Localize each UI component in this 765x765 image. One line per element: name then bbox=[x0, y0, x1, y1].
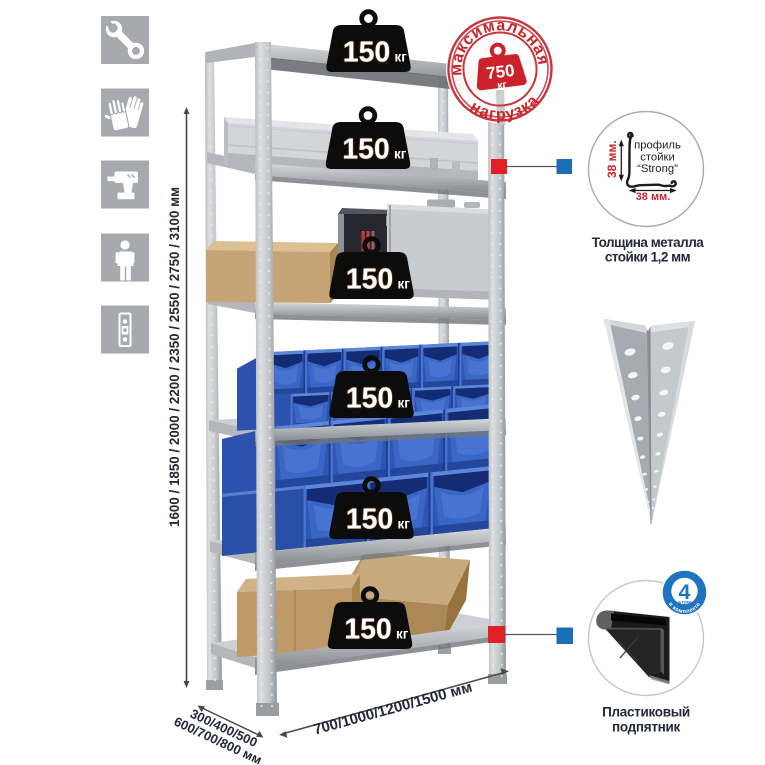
svg-text:38 мм.: 38 мм. bbox=[605, 140, 619, 178]
svg-text:штуки: штуки bbox=[678, 599, 692, 604]
svg-text:700/1000/1200/1500 мм: 700/1000/1200/1500 мм bbox=[311, 679, 474, 739]
svg-text:подпятник: подпятник bbox=[612, 720, 680, 735]
svg-text:кг: кг bbox=[496, 79, 508, 92]
svg-text:стойки 1,2 мм: стойки 1,2 мм bbox=[605, 250, 691, 265]
svg-text:Толщина металла: Толщина металла bbox=[592, 235, 705, 250]
svg-text:профиль: профиль bbox=[634, 140, 681, 152]
svg-text:1600 / 1850 / 2000 / 2200 / 23: 1600 / 1850 / 2000 / 2200 / 2350 / 2550 … bbox=[167, 187, 182, 527]
svg-text:750: 750 bbox=[485, 61, 515, 83]
svg-text:38 мм.: 38 мм. bbox=[636, 191, 671, 203]
svg-text:Пластиковый: Пластиковый bbox=[602, 705, 690, 720]
svg-text:4: 4 bbox=[679, 580, 691, 604]
svg-text:“Strong”: “Strong” bbox=[637, 163, 678, 175]
svg-text:стойки: стойки bbox=[640, 152, 675, 164]
